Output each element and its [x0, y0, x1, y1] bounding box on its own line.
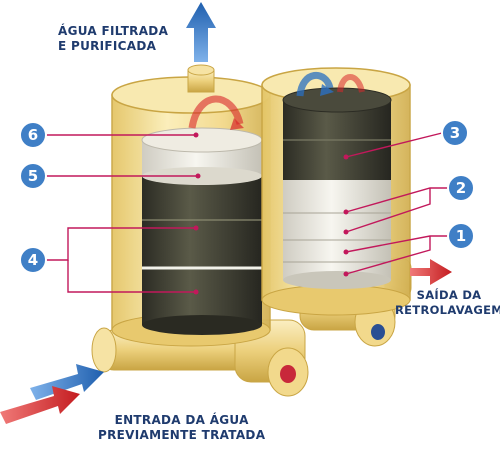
- backwash-caption-line1: SAÍDA DA: [416, 288, 482, 302]
- input-caption-line1: ENTRADA DA ÁGUA: [114, 413, 249, 427]
- leader-lines: [46, 132, 448, 293]
- svg-text:2: 2: [456, 179, 466, 197]
- output-caption-line1: ÁGUA FILTRADA: [58, 24, 169, 38]
- left-filter-media: [141, 95, 263, 335]
- svg-text:3: 3: [450, 124, 460, 142]
- svg-text:4: 4: [28, 251, 38, 269]
- pipe-outlet-icon: [371, 324, 385, 340]
- input-caption-line2: PREVIAMENTE TRATADA: [98, 428, 266, 442]
- svg-text:5: 5: [28, 167, 38, 185]
- output-caption: ÁGUA FILTRADA E PURIFICADA: [58, 24, 168, 54]
- drain-outlet-icon: [280, 365, 296, 383]
- marker-6: 6: [19, 121, 47, 149]
- backwash-arrow-icon: [410, 259, 452, 285]
- inlet-red-arrow-icon: [0, 386, 80, 424]
- output-caption-line2: E PURIFICADA: [58, 39, 157, 53]
- leader-dots: [193, 132, 349, 295]
- marker-3: 3: [441, 119, 469, 147]
- backwash-caption: SAÍDA DA RETROLAVAGEM: [395, 288, 500, 318]
- inlet-blue-arrow-icon: [30, 364, 104, 400]
- svg-text:1: 1: [456, 227, 466, 245]
- output-arrow-icon: [186, 2, 216, 62]
- right-filter-media: [282, 71, 392, 289]
- input-caption: ENTRADA DA ÁGUA PREVIAMENTE TRATADA: [98, 413, 265, 443]
- marker-2: 2: [447, 174, 475, 202]
- marker-5: 5: [19, 162, 47, 190]
- backwash-caption-line2: RETROLAVAGEM: [395, 303, 500, 317]
- marker-1: 1: [447, 222, 475, 250]
- svg-text:6: 6: [28, 126, 38, 144]
- marker-4: 4: [19, 246, 47, 274]
